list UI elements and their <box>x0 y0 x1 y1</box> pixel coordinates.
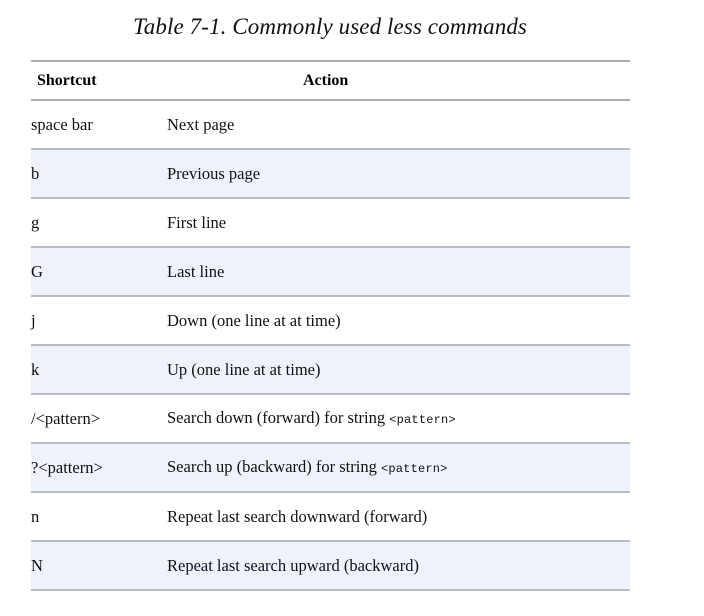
cell-shortcut: k <box>31 345 167 395</box>
action-code-literal: <pattern> <box>380 461 448 476</box>
action-text-wrapper: Down (one line at at time) <box>167 311 341 330</box>
cell-action: Down (one line at at time) <box>167 296 630 346</box>
cell-action: Last line <box>167 247 630 297</box>
cell-action: Previous page <box>167 149 630 199</box>
action-code-literal: <pattern> <box>389 412 456 427</box>
cell-action: Repeat last search downward (forward) <box>167 492 630 542</box>
action-text: Next page <box>167 115 235 134</box>
cell-action: Search up (backward) for string <pattern… <box>167 443 630 493</box>
action-text-wrapper: Last line <box>167 262 224 281</box>
cell-action: Up (one line at at time) <box>167 345 630 395</box>
action-text-wrapper: Previous page <box>167 164 260 183</box>
action-text-wrapper: Repeat last search downward (forward) <box>167 507 427 526</box>
action-text-wrapper: Search down (forward) for string <patter… <box>167 408 456 427</box>
action-text: Previous page <box>167 164 261 183</box>
action-text: Last line <box>167 262 225 281</box>
action-text-wrapper: Next page <box>167 115 234 134</box>
action-text: Repeat last search upward (backward) <box>167 556 419 575</box>
action-text: Search up (backward) for string <box>167 456 381 476</box>
action-text-wrapper: Up (one line at at time) <box>167 360 321 379</box>
column-header-shortcut: Shortcut <box>31 60 167 101</box>
cell-shortcut: N <box>31 541 167 591</box>
cell-action: Next page <box>167 100 630 150</box>
table-caption: Table 7-1. Commonly used less commands <box>133 14 527 39</box>
action-text: Search down (forward) for string <box>167 407 390 427</box>
cell-shortcut: space bar <box>31 100 167 150</box>
table-header-row: Shortcut Action <box>31 60 630 101</box>
cell-action: Search down (forward) for string <patter… <box>167 394 630 444</box>
action-text-wrapper: Search up (backward) for string <pattern… <box>167 457 448 476</box>
action-text-wrapper: Repeat last search upward (backward) <box>167 556 419 575</box>
cell-shortcut: G <box>31 247 167 297</box>
action-text: Repeat last search downward (forward) <box>167 507 428 526</box>
action-text: Up (one line at at time) <box>167 360 321 379</box>
cell-action: Repeat last search upward (backward) <box>167 541 630 591</box>
cell-shortcut: j <box>31 296 167 346</box>
action-text: Down (one line at at time) <box>167 311 341 330</box>
cell-shortcut: n <box>31 492 167 542</box>
table-header: Shortcut Action <box>31 60 630 101</box>
column-header-action: Action <box>167 60 630 101</box>
cell-shortcut: g <box>31 198 167 248</box>
cell-shortcut: b <box>31 149 167 199</box>
cell-action: First line <box>167 198 630 248</box>
cell-shortcut: ?<pattern> <box>31 443 167 493</box>
table-row: ?<pattern>Search up (backward) for strin… <box>31 443 630 493</box>
action-text: First line <box>167 213 227 232</box>
table-row: /<pattern>Search down (forward) for stri… <box>31 394 630 444</box>
cell-shortcut: /<pattern> <box>31 394 167 444</box>
action-text-wrapper: First line <box>167 213 226 232</box>
